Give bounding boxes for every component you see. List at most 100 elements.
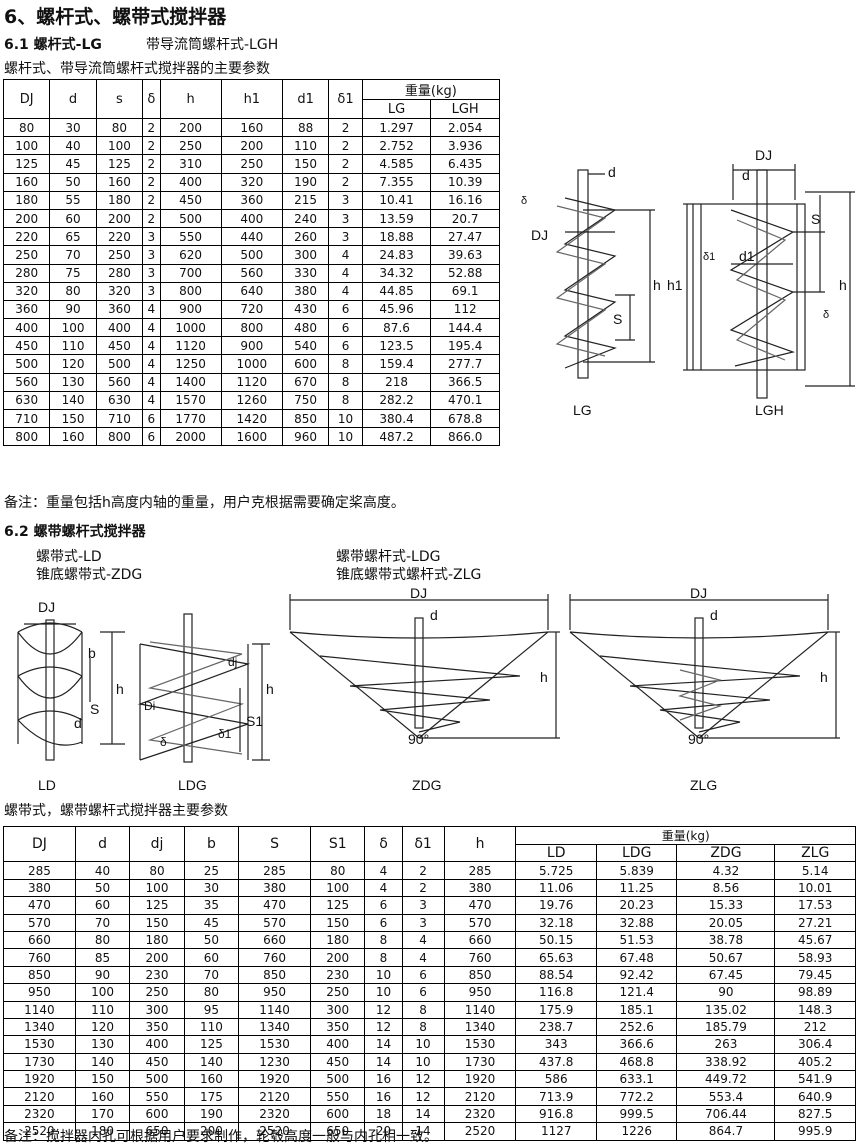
table-cell: 39.63 [430, 245, 500, 265]
th2-s1: S1 [309, 825, 366, 863]
th2-weight-zdg: ZDG [676, 843, 776, 863]
table-cell: 160 [220, 117, 283, 138]
table-cell: 10 [364, 965, 403, 985]
table-cell: 1340 [3, 1017, 76, 1037]
ldg-label-delta: δ [160, 735, 167, 749]
table-cell: 140 [74, 1052, 131, 1072]
table-cell: 10.39 [430, 172, 500, 192]
lgh-label-h: h [839, 277, 847, 293]
table-cell: 45.67 [774, 930, 856, 950]
table-cell: 1.297 [361, 117, 432, 138]
lg-label-dj: DJ [531, 227, 548, 243]
ld-label: LD [38, 777, 56, 793]
table-cell: 100 [95, 136, 144, 156]
table-cell: 20.05 [676, 913, 776, 932]
type-zlg: 锥底螺带式螺杆式-ZLG [336, 567, 482, 583]
table-cell: 4 [328, 263, 363, 283]
table-cell: 999.5 [595, 1104, 678, 1124]
table-cell: 320 [220, 172, 283, 192]
ldg-figure [137, 613, 270, 763]
table-cell: 850 [3, 965, 76, 985]
th2-b: b [183, 825, 240, 863]
th-weight-lgh: LGH [430, 99, 500, 119]
table-cell: 12 [401, 1070, 445, 1089]
table-cell: 8 [328, 354, 363, 374]
table-cell: 125 [309, 896, 366, 915]
table-cell: 2120 [3, 1087, 76, 1106]
table-cell: 70 [74, 913, 131, 932]
table-cell: 3 [328, 190, 363, 210]
table-cell: 2 [328, 117, 363, 138]
lg-label-h: h [653, 277, 661, 293]
table-cell: 285 [238, 861, 311, 880]
table-cell: 150 [49, 408, 97, 429]
table-cell: 2.054 [430, 117, 500, 138]
table-cell: 3 [142, 263, 161, 283]
th2-s: S [238, 825, 311, 863]
table-cell: 160 [74, 1087, 131, 1106]
table-cell: 4 [401, 930, 445, 950]
th2-weight: 重量(kg) [515, 826, 856, 845]
table-cell: 2320 [238, 1104, 311, 1124]
table-cell: 2320 [3, 1104, 76, 1124]
table-cell: 263 [676, 1035, 776, 1054]
table-cell: 100 [74, 983, 131, 1002]
table-cell: 660 [3, 930, 76, 950]
table-cell: 330 [281, 263, 330, 283]
table-cell: 1250 [159, 354, 222, 374]
table-cell: 350 [129, 1017, 185, 1037]
table-cell: 400 [2, 318, 51, 338]
table-cell: 60 [49, 208, 97, 229]
table-cell: 1230 [238, 1052, 311, 1072]
table-cell: 6.435 [430, 154, 500, 174]
table-cell: 45 [183, 913, 240, 932]
table-cell: 240 [281, 208, 330, 229]
table-cell: 50.15 [515, 930, 597, 950]
table-cell: 90 [49, 299, 97, 320]
table-cell: 58.93 [774, 948, 856, 967]
zdg-label-dj: DJ [410, 585, 427, 601]
zdg-label-h: h [540, 669, 548, 685]
table-cell: 1120 [159, 336, 222, 356]
table-cell: 1260 [220, 390, 283, 411]
table-cell: 1120 [220, 372, 283, 392]
table-cell: 713.9 [515, 1087, 597, 1106]
table-cell: 280 [95, 263, 144, 283]
table-cell: 110 [74, 1000, 131, 1019]
table-cell: 50 [183, 930, 240, 950]
table-cell: 916.8 [515, 1104, 597, 1124]
table-cell: 125 [2, 154, 51, 174]
section-heading-lg: 6.1 螺杆式-LG [4, 37, 102, 53]
table-cell: 50 [49, 172, 97, 192]
table-cell: 116.8 [515, 983, 597, 1002]
table-cell: 6 [328, 318, 363, 338]
table-cell: 350 [309, 1017, 366, 1037]
table-cell: 100 [49, 318, 97, 338]
table-cell: 190 [281, 172, 330, 192]
ldg-label-h: h [266, 681, 274, 697]
table-cell: 277.7 [430, 354, 500, 374]
table-cell: 144.4 [430, 318, 500, 338]
table-cell: 1340 [443, 1017, 517, 1037]
table-cell: 2 [401, 878, 445, 898]
table-cell: 159.4 [361, 354, 432, 374]
table-cell: 6 [401, 965, 445, 985]
table-cell: 650 [309, 1122, 366, 1141]
table-cell: 18.88 [361, 227, 432, 247]
table-cell: 170 [74, 1104, 131, 1124]
table-cell: 88 [281, 117, 330, 138]
table-cell: 2 [401, 861, 445, 880]
lgh-label-d: d [742, 167, 750, 183]
ld-label-dj: DJ [38, 599, 55, 615]
table-cell: 470.1 [430, 390, 500, 411]
table-cell: 2 [142, 154, 161, 174]
table-cell: 1530 [3, 1035, 76, 1054]
table-cell: 180 [129, 930, 185, 950]
table-cell: 8 [364, 930, 403, 950]
table-cell: 10 [328, 408, 363, 429]
